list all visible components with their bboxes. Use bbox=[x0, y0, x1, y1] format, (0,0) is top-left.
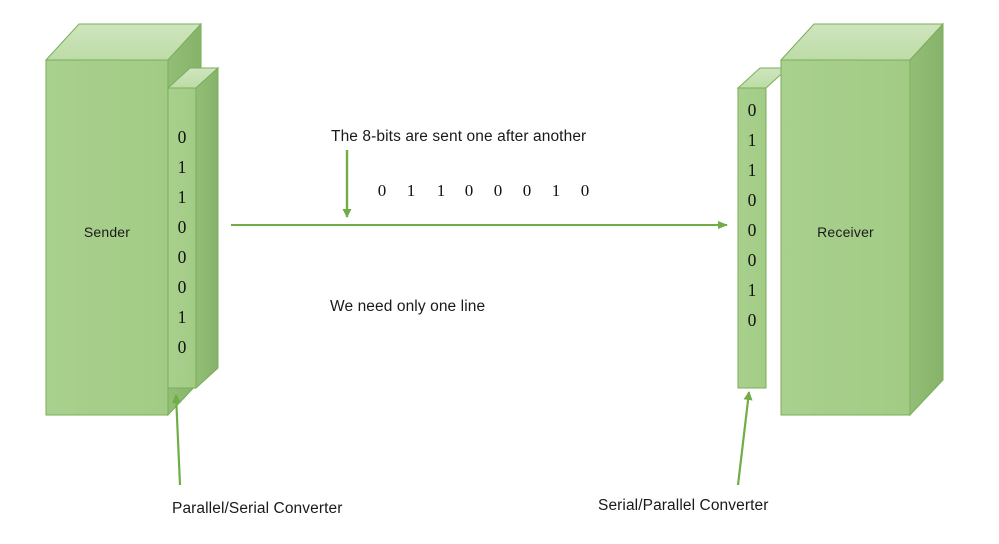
receiver-box-side-face bbox=[909, 22, 944, 417]
serial-bit: 1 bbox=[436, 181, 446, 200]
receiver-bit: 0 bbox=[747, 310, 757, 330]
serial-parallel-converter-label: Serial/Parallel Converter bbox=[598, 497, 769, 514]
receiver-bit: 0 bbox=[747, 100, 757, 120]
sender-bit: 0 bbox=[177, 217, 187, 237]
sender-bit: 0 bbox=[177, 337, 187, 357]
receiver-box bbox=[779, 22, 945, 417]
serial-bit: 0 bbox=[522, 181, 532, 200]
receiver-bit-strip bbox=[736, 67, 790, 389]
receiver-bit: 0 bbox=[747, 190, 757, 210]
serial-bit: 1 bbox=[406, 181, 416, 200]
sender-bit: 1 bbox=[177, 157, 187, 177]
transmission-note-top: The 8-bits are sent one after another bbox=[331, 128, 587, 145]
sender-strip-side-face bbox=[195, 66, 219, 390]
serial-bit: 0 bbox=[580, 181, 590, 200]
sender-bit: 1 bbox=[177, 307, 187, 327]
serial-bit: 0 bbox=[493, 181, 503, 200]
receiver-label: Receiver bbox=[817, 224, 874, 240]
sender-bit: 0 bbox=[177, 127, 187, 147]
sender-strip-front-face bbox=[167, 87, 197, 389]
receiver-bit: 1 bbox=[747, 130, 757, 150]
serial-parallel-converter-arrow bbox=[736, 391, 753, 486]
receiver-bit: 1 bbox=[747, 160, 757, 180]
sender-bit: 0 bbox=[177, 247, 187, 267]
sender-box-front-face bbox=[45, 59, 169, 416]
transmission-note-bottom: We need only one line bbox=[330, 298, 486, 315]
parallel-serial-converter-label: Parallel/Serial Converter bbox=[172, 500, 343, 517]
serial-bit: 1 bbox=[551, 181, 561, 200]
receiver-bit: 1 bbox=[747, 280, 757, 300]
receiver-box-front-face bbox=[780, 59, 911, 416]
receiver-bit: 0 bbox=[747, 220, 757, 240]
serial-bit: 0 bbox=[464, 181, 474, 200]
sender-label: Sender bbox=[83, 224, 131, 240]
sender-bit-strip bbox=[166, 66, 220, 390]
sender-bit: 0 bbox=[177, 277, 187, 297]
serial-bit: 0 bbox=[377, 181, 387, 200]
parallel-serial-converter-arrow bbox=[171, 394, 182, 486]
receiver-bit: 0 bbox=[747, 250, 757, 270]
sender-bit: 1 bbox=[177, 187, 187, 207]
receiver-strip-front-face bbox=[737, 87, 767, 389]
